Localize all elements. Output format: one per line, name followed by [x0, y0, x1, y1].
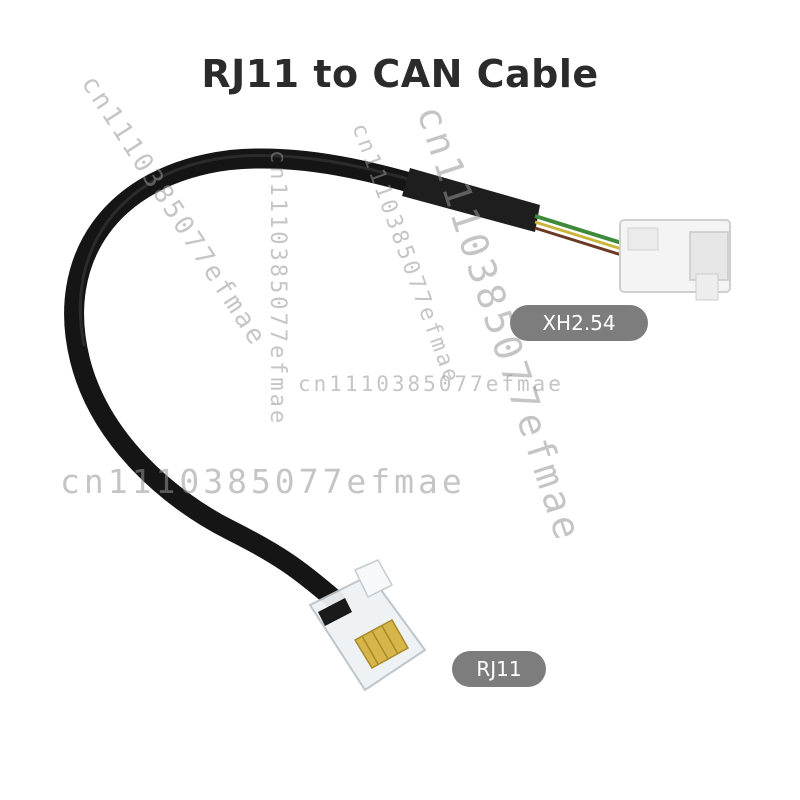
wire-yellow [534, 220, 629, 253]
cable [64, 148, 530, 610]
rj11-plug [308, 559, 427, 692]
page-title: RJ11 to CAN Cable [201, 52, 599, 96]
heat-shrink-sleeve [402, 168, 540, 232]
xh254-connector [619, 219, 731, 301]
wire-green [534, 214, 629, 247]
connector-label-xh254: XH2.54 [510, 305, 648, 341]
wire-brown [534, 226, 629, 259]
connector-label-rj11: RJ11 [452, 651, 546, 687]
